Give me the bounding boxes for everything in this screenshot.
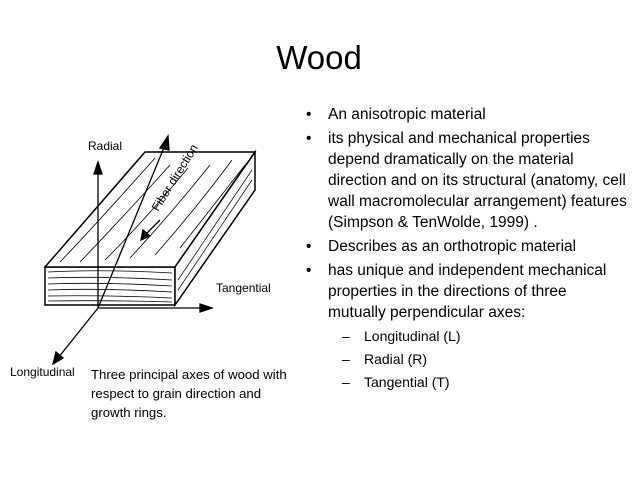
sub-bullet-item: –Tangential (T) [342,374,450,390]
sub-bullet-item: –Radial (R) [342,351,428,367]
growth-rings [47,270,173,303]
label-longitudinal: Longitudinal [10,365,75,379]
sub-bullet-list: –Longitudinal (L) –Radial (R) –Tangentia… [328,327,628,391]
bullet-item: •Describes as an orthotropic material [306,238,577,255]
bullet-text: An anisotropic material [328,106,486,123]
sub-bullet-item: –Longitudinal (L) [342,328,461,344]
bullet-item: •An anisotropic material [306,106,486,123]
bullet-item: •has unique and independent mechanical p… [298,260,628,391]
sub-bullet-text: Tangential (T) [364,374,450,390]
slide-title: Wood [276,39,362,76]
bullet-text: has unique and independent mechanical pr… [328,262,607,321]
bullet-text: its physical and mechanical properties d… [328,130,627,231]
sub-bullet-text: Radial (R) [364,351,428,367]
bullet-text: Describes as an orthotropic material [328,238,577,255]
label-tangential: Tangential [216,281,271,295]
bullet-item: •its physical and mechanical properties … [306,130,627,231]
wood-axes-diagram: Radial Fiber direction Tangential Longit… [10,134,271,379]
side-grain [177,169,253,291]
label-radial: Radial [88,139,122,153]
grain-lines [59,157,246,263]
bullet-list: •An anisotropic material •its physical a… [298,104,628,396]
axes [51,134,215,366]
figure-caption: Three principal axes of wood with respec… [91,367,287,420]
sub-bullet-text: Longitudinal (L) [364,328,461,344]
